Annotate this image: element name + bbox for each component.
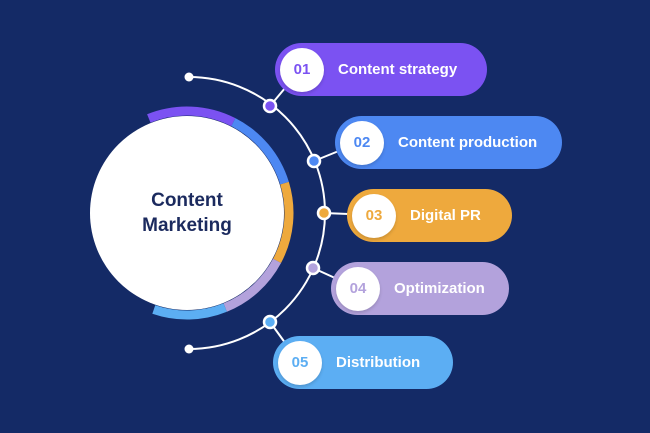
- center-title-line2: Marketing: [142, 215, 232, 236]
- step-label: Digital PR: [410, 207, 481, 224]
- arc-node-03: [316, 205, 332, 221]
- ring-segment-05: [152, 303, 227, 320]
- arc-node-02: [306, 153, 322, 169]
- step-number: 03: [352, 193, 396, 238]
- ring-segment-03: [273, 181, 294, 263]
- ring-segment-01: [147, 106, 236, 127]
- step-pill-02: 02 Content production: [335, 116, 562, 169]
- step-pill-04: 04 Optimization: [331, 262, 509, 315]
- center-title: Content Marketing: [110, 188, 264, 238]
- center-circle: [90, 116, 284, 310]
- arc-end-dot-bottom: [184, 344, 194, 354]
- step-number: 01: [280, 47, 324, 92]
- step-label: Content strategy: [338, 61, 458, 78]
- step-label: Optimization: [394, 280, 485, 297]
- ring-segment-02: [231, 118, 289, 185]
- ring-segment-04: [223, 258, 282, 312]
- step-number: 04: [336, 266, 380, 311]
- step-pill-05: 05 Distribution: [273, 336, 453, 389]
- step-pill-01: 01 Content strategy: [275, 43, 487, 96]
- arc-node-05: [262, 314, 278, 330]
- step-label: Distribution: [336, 354, 421, 371]
- step-number: 05: [278, 340, 322, 385]
- arc-end-dot-top: [184, 72, 194, 82]
- center-title-line1: Content: [151, 190, 223, 211]
- step-label: Content production: [398, 134, 538, 151]
- step-pill-03: 03 Digital PR: [347, 189, 512, 242]
- arc-node-01: [262, 98, 278, 114]
- arc-node-04: [305, 260, 321, 276]
- step-number: 02: [340, 120, 384, 165]
